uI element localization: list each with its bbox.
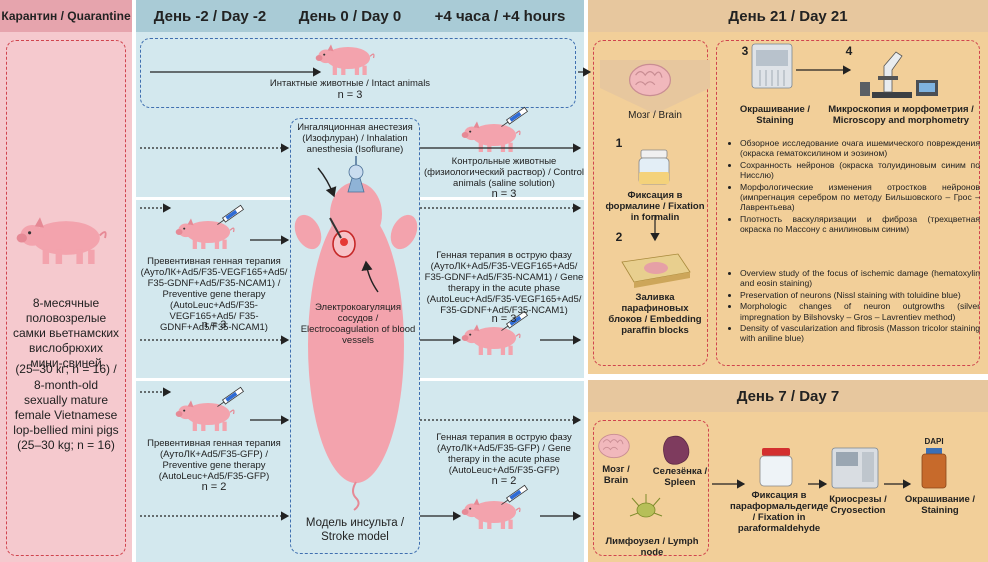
methods-list-ru: Обзорное исследование очага ишемического… [728, 138, 980, 236]
prev-gfp-n: n = 2 [201, 481, 227, 493]
row-separator [136, 197, 290, 200]
header-day21: День 21 / Day 21 [728, 7, 848, 25]
day21-brain-label: Мозг / Brain [628, 110, 682, 121]
row-separator [420, 378, 584, 381]
stroke-model-box [290, 118, 420, 554]
step3-number: 3 [741, 44, 749, 58]
quarantine-description-en: 8-month-old sexually mature female Vietn… [13, 378, 119, 437]
day7-spleen-label: Селезёнка / Spleen [652, 466, 708, 488]
acute-gfp-n: n = 2 [491, 475, 517, 487]
day7-brain-label: Мозг / Brain [602, 464, 630, 486]
day7-header-bar [588, 380, 988, 412]
control-n: n = 3 [491, 188, 517, 200]
electrocoagulation-label: Электрокоагуляция сосудов / Electrocoagu… [300, 302, 416, 346]
step3-label: Окрашивание / Staining [739, 104, 811, 126]
step1-label: Фиксация в формалине / Fixation in forma… [605, 190, 705, 223]
timeline-header-bar [136, 0, 584, 32]
header-day0: День 0 / Day 0 [298, 7, 402, 25]
quarantine-description-ru: 8-месячные половозрелые самки вьетнамски… [12, 296, 120, 370]
methods-list-en: Overview study of the focus of ischemic … [728, 268, 980, 345]
step2-number: 2 [615, 230, 623, 244]
method-item: Preservation of neurons (Nissl staining … [740, 290, 980, 300]
header-day-minus2: День -2 / Day -2 [153, 7, 267, 25]
header-plus4h: +4 часа / +4 hours [434, 7, 566, 25]
prev-main-label: Превентивная генная терапия (АутоЛК+Ad5/… [140, 256, 288, 333]
header-quarantine: Карантин / Quarantine [1, 9, 131, 23]
stroke-model-label: Модель инсульта / Stroke model [305, 517, 405, 543]
day21-analysis-box [716, 40, 980, 366]
step4-number: 4 [845, 44, 853, 58]
day7-lymph-label: Лимфоузел / Lymph node [605, 536, 699, 558]
quarantine-count-en: (25–30 kg; n = 16) [17, 438, 115, 452]
quarantine-header-bar [0, 0, 132, 32]
control-label: Контрольные животные (физиологический ра… [424, 156, 585, 189]
row-separator [420, 197, 584, 200]
method-item: Плотность васкуляризации и фиброза (трех… [740, 214, 980, 235]
quarantine-count-ru: (25–30 кг; n = 16) / [15, 362, 117, 376]
method-item: Density of vascularization and fibrosis … [740, 323, 980, 344]
prev-main-n: n = 3 [201, 319, 227, 331]
acute-gfp-label: Генная терапия в острую фазу (АутоЛК+Ad5… [436, 432, 572, 476]
day7-cryosection-label: Криосрезы / Cryosection [829, 494, 887, 516]
day7-fixation-label: Фиксация в параформальдегиде / Fixation … [730, 490, 829, 534]
quarantine-panel [0, 0, 132, 562]
day21-processing-box [593, 40, 708, 366]
method-item: Морфологические изменения отростков нейр… [740, 182, 980, 213]
anesthesia-label: Ингаляционная анестезия (Изофлуран) / In… [297, 122, 413, 155]
row-separator [136, 378, 290, 381]
step2-label: Заливка парафиновых блоков / Embedding p… [608, 292, 702, 336]
step1-number: 1 [615, 136, 623, 150]
day7-organs-box [593, 420, 709, 556]
method-item: Обзорное исследование очага ишемического… [740, 138, 980, 159]
day21-header-bar [588, 0, 988, 32]
acute-main-n: n = 3 [491, 313, 517, 325]
method-item: Morphologic changes of neuron outgrowths… [740, 301, 980, 322]
header-day7: День 7 / Day 7 [736, 387, 840, 405]
intact-group-box [140, 38, 576, 108]
intact-label: Интактные животные / Intact animals [269, 78, 431, 89]
step4-label: Микроскопия и морфометрия / Microscopy a… [828, 104, 974, 126]
intact-n: n = 3 [337, 89, 363, 101]
acute-main-label: Генная терапия в острую фазу (АутоЛК+Ad5… [424, 250, 584, 316]
method-item: Сохранность нейронов (окраска толуидинов… [740, 160, 980, 181]
prev-gfp-label: Превентивная генная терапия (АутоЛК+Ad5/… [147, 438, 281, 482]
day7-staining-label: Окрашивание / Staining [904, 494, 976, 516]
day7-dapi-label: DAPI [924, 437, 944, 446]
method-item: Overview study of the focus of ischemic … [740, 268, 980, 289]
quarantine-box [6, 40, 126, 556]
